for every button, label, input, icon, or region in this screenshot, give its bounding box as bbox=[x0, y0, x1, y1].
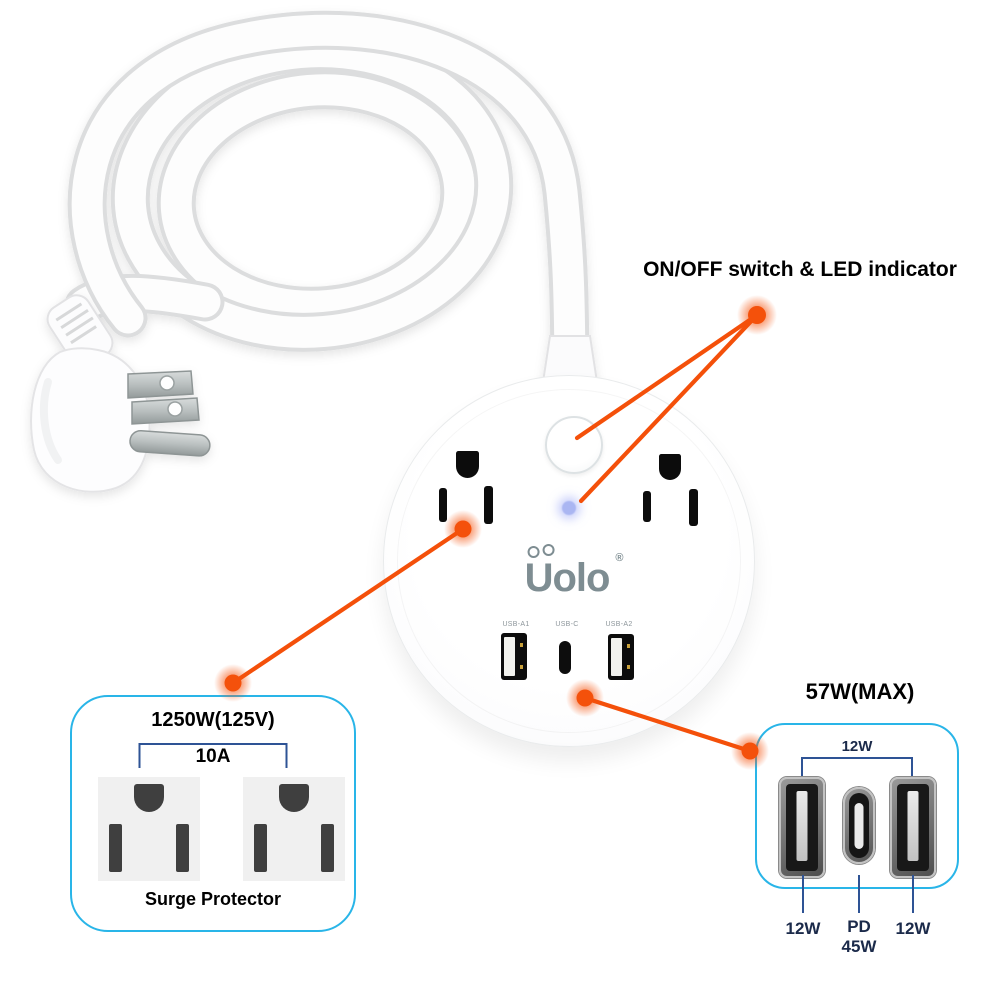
brand-name: Uolo bbox=[524, 556, 611, 600]
on-off-annotation-label: ON/OFF switch & LED indicator bbox=[643, 258, 957, 281]
registered-trademark: ® bbox=[615, 552, 624, 564]
ground-hole bbox=[456, 451, 479, 478]
current-rating: 10A bbox=[195, 746, 231, 767]
usb-a1-port[interactable] bbox=[501, 633, 527, 680]
outlet-diagram-left bbox=[98, 777, 200, 881]
outlet-slot bbox=[439, 488, 447, 522]
outlet-slot bbox=[109, 824, 122, 872]
coiled-cord bbox=[64, 10, 599, 418]
usb-spec-box: 12W 12W PD 45W 12W bbox=[755, 723, 959, 956]
usb-c-port[interactable] bbox=[559, 641, 571, 674]
outlet-slot bbox=[176, 824, 189, 872]
plug-body bbox=[30, 347, 151, 493]
usb-c-diagram bbox=[843, 787, 875, 864]
usb-a1-diagram bbox=[779, 777, 825, 878]
power-rating: 1250W(125V) bbox=[151, 709, 275, 731]
power-plug bbox=[30, 294, 211, 493]
outlet-slot bbox=[484, 486, 493, 524]
surge-spec-box: 1250W(125V) 10A Surge Protector bbox=[70, 695, 356, 932]
label-tick bbox=[858, 875, 860, 913]
usb-a-bracket bbox=[801, 757, 913, 778]
outlet-slot bbox=[254, 824, 267, 872]
usb-a-shared-wattage: 12W bbox=[841, 738, 873, 755]
usb-a1-wattage: 12W bbox=[785, 919, 821, 938]
on-off-button[interactable] bbox=[545, 416, 603, 474]
outlet-slot bbox=[321, 824, 334, 872]
amps-bracket bbox=[138, 743, 288, 768]
ground-hole bbox=[134, 784, 164, 812]
usb-a2-port[interactable] bbox=[608, 634, 634, 680]
usb-c-label: USB-C bbox=[555, 621, 579, 628]
usb-a1-label: USB-A1 bbox=[502, 621, 530, 628]
ground-hole bbox=[659, 454, 681, 480]
outlet-diagram-right bbox=[243, 777, 345, 881]
logo-umlaut-dot bbox=[542, 544, 555, 556]
logo-umlaut-dot bbox=[527, 546, 540, 558]
label-tick bbox=[912, 875, 914, 913]
label-tick bbox=[802, 875, 804, 913]
usb-a2-diagram bbox=[890, 777, 936, 878]
outlet-slot bbox=[689, 489, 698, 526]
outlet-slot bbox=[643, 491, 651, 522]
usb-c-wattage: PD 45W bbox=[841, 917, 877, 956]
led-indicator bbox=[562, 501, 576, 515]
power-strip-device: Uolo ® USB-A1 USB-C USB-A2 bbox=[383, 375, 755, 747]
brand-logo: Uolo ® bbox=[524, 544, 623, 600]
usb-a2-label: USB-A2 bbox=[605, 621, 633, 628]
usb-a2-wattage: 12W bbox=[895, 919, 931, 938]
plug-prongs bbox=[127, 370, 211, 457]
usb-box-title: 57W(MAX) bbox=[805, 679, 915, 704]
ground-hole bbox=[279, 784, 309, 812]
surge-caption: Surge Protector bbox=[144, 889, 282, 909]
